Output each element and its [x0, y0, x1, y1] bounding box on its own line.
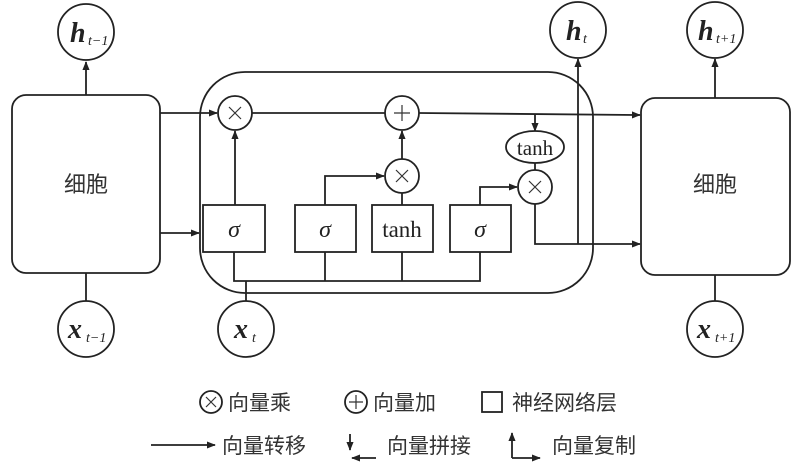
multiply-icon [228, 106, 242, 120]
x-prev-node: x t−1 [57, 300, 115, 358]
multiply-icon [528, 180, 542, 194]
right-cell: 细胞 [640, 97, 791, 276]
hidden-out-arrow [534, 204, 641, 248]
h-curr-node: h t [549, 1, 607, 59]
legend-item-layer: 神经网络层 [481, 391, 617, 415]
cell-state-out-arrow [418, 111, 641, 119]
output-gate-out-arrow [479, 183, 518, 205]
left-cell: 细胞 [11, 94, 161, 274]
x-curr-symbol: x [233, 314, 248, 345]
x-next-subscript: t+1 [715, 331, 735, 346]
tanh-ellipse-label: tanh [517, 136, 554, 160]
input-multiply-op [384, 158, 420, 194]
h-next-node: h t+1 [686, 1, 744, 59]
legend-item-copy: 向量复制 [508, 432, 636, 462]
multiply-icon [395, 169, 409, 183]
gate-output-label: σ [474, 217, 487, 243]
x-curr-node: x t [217, 300, 275, 358]
gate-forget-label: σ [228, 217, 241, 243]
legend-transfer-label: 向量转移 [222, 434, 306, 458]
h-prev-node: h t−1 [57, 3, 115, 61]
left-cell-label: 细胞 [64, 173, 108, 198]
concat-arrow-icon [346, 434, 376, 462]
multiply-circle-icon [199, 390, 223, 414]
legend-item-concat: 向量拼接 [346, 434, 471, 462]
add-icon [394, 105, 410, 121]
input-gate-out-arrow [324, 172, 385, 205]
h-next-subscript: t+1 [716, 32, 736, 47]
gate-candidate-label: tanh [382, 217, 422, 242]
x-prev-subscript: t−1 [86, 331, 106, 346]
square-icon [481, 391, 503, 413]
tanh-ellipse-op: tanh [505, 130, 565, 164]
add-op [384, 95, 420, 131]
gate-input: σ [294, 204, 357, 253]
add-circle-icon [344, 390, 368, 414]
legend-multiply-label: 向量乘 [228, 391, 291, 415]
gate-forget: σ [202, 204, 266, 253]
input-bus-line [233, 252, 481, 282]
legend-add-label: 向量加 [373, 391, 436, 415]
x-curr-subscript: t [252, 331, 257, 346]
h-curr-subscript: t [583, 32, 588, 47]
legend-copy-label: 向量复制 [552, 434, 636, 458]
x-prev-symbol: x [67, 314, 82, 345]
h-prev-symbol: h [70, 18, 86, 49]
copy-arrow-icon [508, 432, 541, 462]
h-curr-symbol: h [566, 16, 582, 47]
h-next-symbol: h [698, 16, 714, 47]
legend-concat-label: 向量拼接 [387, 434, 471, 458]
legend-item-add: 向量加 [344, 390, 436, 415]
lstm-block-frame [199, 71, 594, 294]
gate-input-label: σ [319, 217, 332, 243]
legend-item-multiply: 向量乘 [199, 390, 291, 415]
x-next-symbol: x [696, 314, 711, 345]
legend: 向量乘 向量加 神经网络层 向量转移 向量拼接 [151, 390, 636, 462]
legend-item-transfer: 向量转移 [151, 434, 306, 458]
forget-multiply-op [217, 95, 253, 131]
output-multiply-op [517, 169, 553, 205]
legend-layer-label: 神经网络层 [512, 391, 617, 415]
x-next-node: x t+1 [686, 300, 744, 358]
h-prev-subscript: t−1 [88, 34, 108, 49]
gate-candidate: tanh [371, 204, 434, 253]
right-cell-label: 细胞 [693, 173, 737, 198]
gate-output: σ [449, 204, 512, 253]
